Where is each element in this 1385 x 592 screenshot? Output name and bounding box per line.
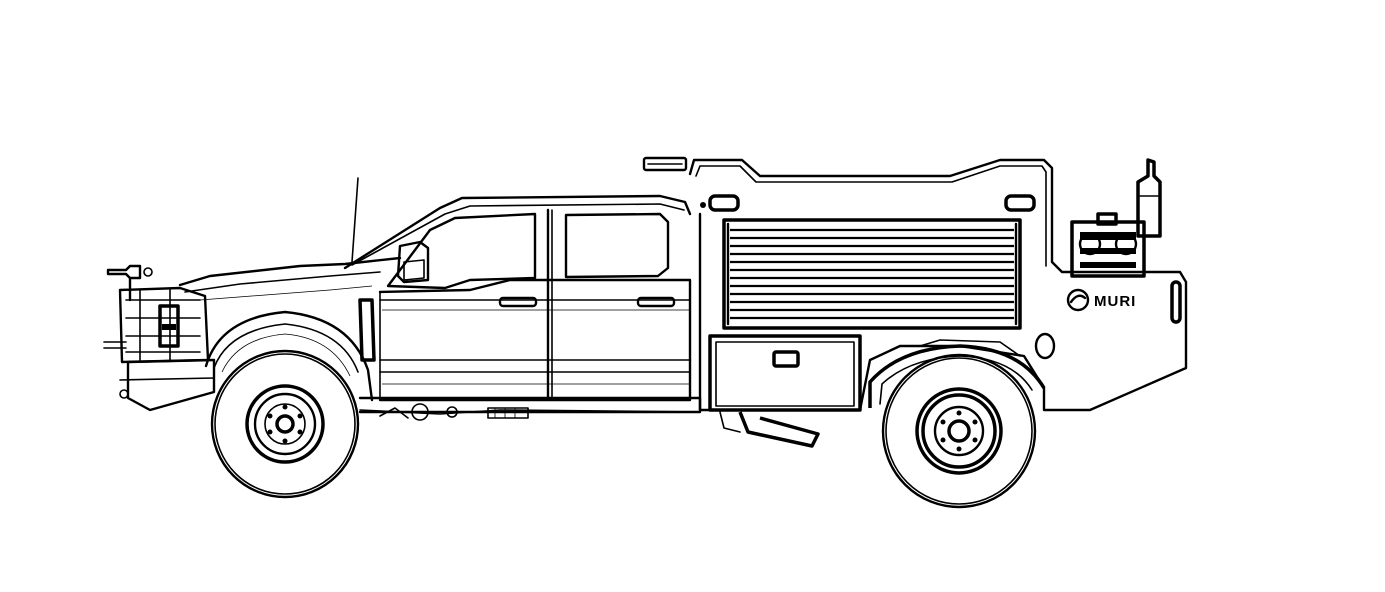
headlight (158, 304, 180, 348)
lower-toolbox (708, 334, 862, 412)
fender-vent (358, 298, 376, 362)
truck-cab (178, 177, 702, 414)
cab-roof-outline (343, 194, 692, 270)
brand-name: MURI (1094, 293, 1136, 310)
chassis (359, 403, 701, 421)
body-outline (688, 158, 1188, 412)
hood (178, 256, 402, 287)
antenna (351, 177, 359, 263)
upper-left-handle (708, 194, 740, 212)
utility-body: MURI (642, 156, 1188, 412)
rear-door-window (564, 212, 670, 279)
exhaust-stack (1136, 158, 1162, 238)
front-door-handle (498, 296, 538, 308)
rear-door-handle (636, 296, 676, 308)
front-bumper-assembly (103, 264, 216, 412)
toolbox-latch (772, 350, 800, 368)
side-mirror (396, 240, 430, 284)
front-tire (210, 349, 360, 499)
front-wheel (210, 349, 360, 499)
grille (118, 286, 210, 364)
front-door-window (386, 212, 537, 290)
brand-logo: MURI (1066, 288, 1136, 312)
rear-wheel (881, 353, 1037, 509)
pump-unit (1070, 212, 1146, 278)
upper-right-handle (1004, 194, 1036, 212)
cab-body-side (378, 278, 692, 402)
discharge-hose (738, 411, 820, 448)
side-rail (1170, 280, 1182, 324)
rear-wheel-arch (868, 344, 1046, 408)
rollup-door-slats (730, 228, 1014, 320)
roof-light-bar (642, 156, 688, 172)
front-wheel-arch (204, 310, 374, 402)
front-bumper-nozzle (106, 264, 142, 280)
swirl-logo-icon (1066, 288, 1090, 312)
round-port (1034, 332, 1056, 360)
front-bumper (126, 358, 216, 412)
rear-tire (881, 353, 1037, 509)
rollup-compartment-door (722, 218, 1022, 330)
